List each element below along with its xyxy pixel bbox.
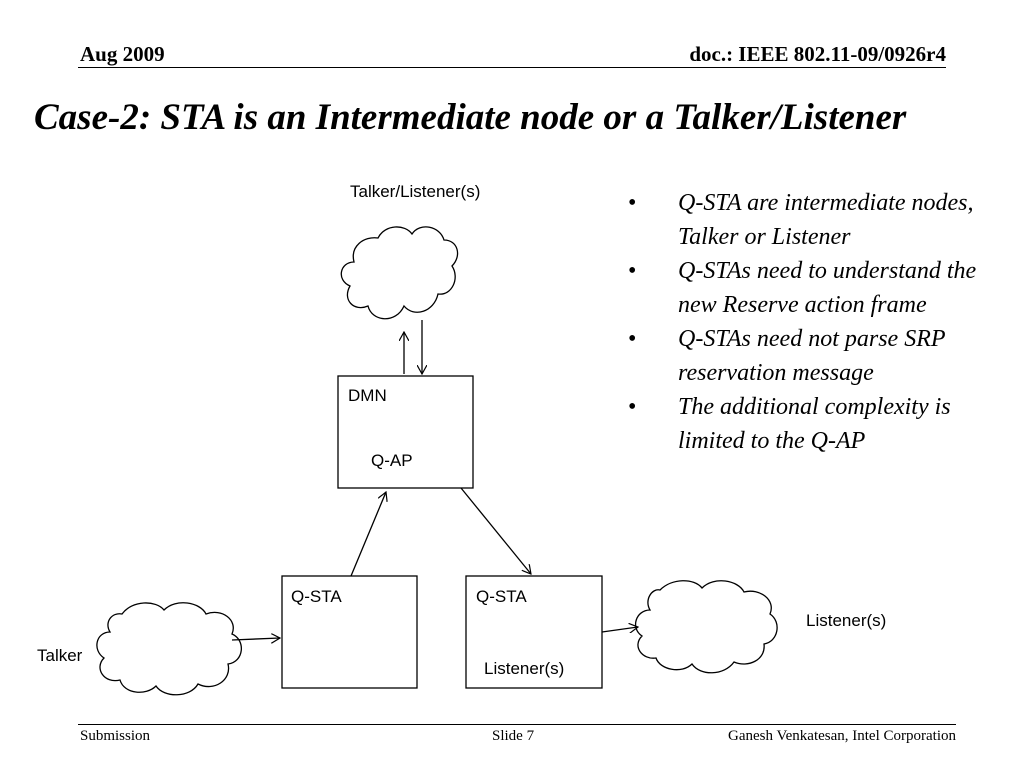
bullet-marker: • [628,258,637,284]
listener-cloud [634,580,778,674]
left-qsta-label: Q-STA [291,587,342,606]
qap-box-dmn-label: DMN [348,386,387,405]
bullet-marker: • [628,326,637,352]
arrow-talker-to-sta [231,638,280,640]
arrow-ap-to-listener-sta [460,487,531,574]
bullet-list: • Q-STA are intermediate nodes, Talker or… [628,186,998,458]
talker-label: Talker [37,646,83,665]
top-cloud-label: Talker/Listener(s) [350,182,480,201]
footer-slide-number: Slide 7 [492,728,535,744]
right-qsta-label: Q-STA [476,587,527,606]
bullet-text: Q-STAs need not parse SRP reservation me… [678,326,946,386]
footer-rule [78,724,956,725]
qap-box-qap-label: Q-AP [371,451,413,470]
bullet-item: • Q-STAs need to understand the new Reser… [628,254,998,322]
right-qsta-sublabel: Listener(s) [484,659,564,678]
right-cloud-label: Listener(s) [806,611,886,630]
left-qsta-box [281,575,418,689]
top-cloud [340,226,459,320]
bullet-item: • The additional complexity is limited to… [628,390,998,458]
bullet-text: Q-STAs need to understand the new Reserv… [678,258,977,318]
arrow-sta-to-listener-cloud [601,627,638,632]
footer-submission: Submission [80,728,151,744]
header-doc-id: doc.: IEEE 802.11-09/0926r4 [689,42,946,66]
header-date: Aug 2009 [80,42,165,66]
footer-author: Ganesh Venkatesan, Intel Corporation [728,728,956,744]
bullet-item: • Q-STAs need not parse SRP reservation m… [628,322,998,390]
arrow-sta-to-ap [350,492,386,577]
header-rule [78,67,946,68]
right-qsta-box [465,575,603,689]
bullet-text: Q-STA are intermediate nodes, Talker or … [678,190,974,250]
slide-title: Case-2: STA is an Intermediate node or a… [34,97,907,138]
qap-box [337,375,474,489]
bullet-marker: • [628,190,637,216]
talker-cloud [96,602,242,696]
bullet-marker: • [628,394,637,420]
bullet-text: The additional complexity is limited to … [678,394,951,454]
bullet-item: • Q-STA are intermediate nodes, Talker or… [628,186,998,254]
